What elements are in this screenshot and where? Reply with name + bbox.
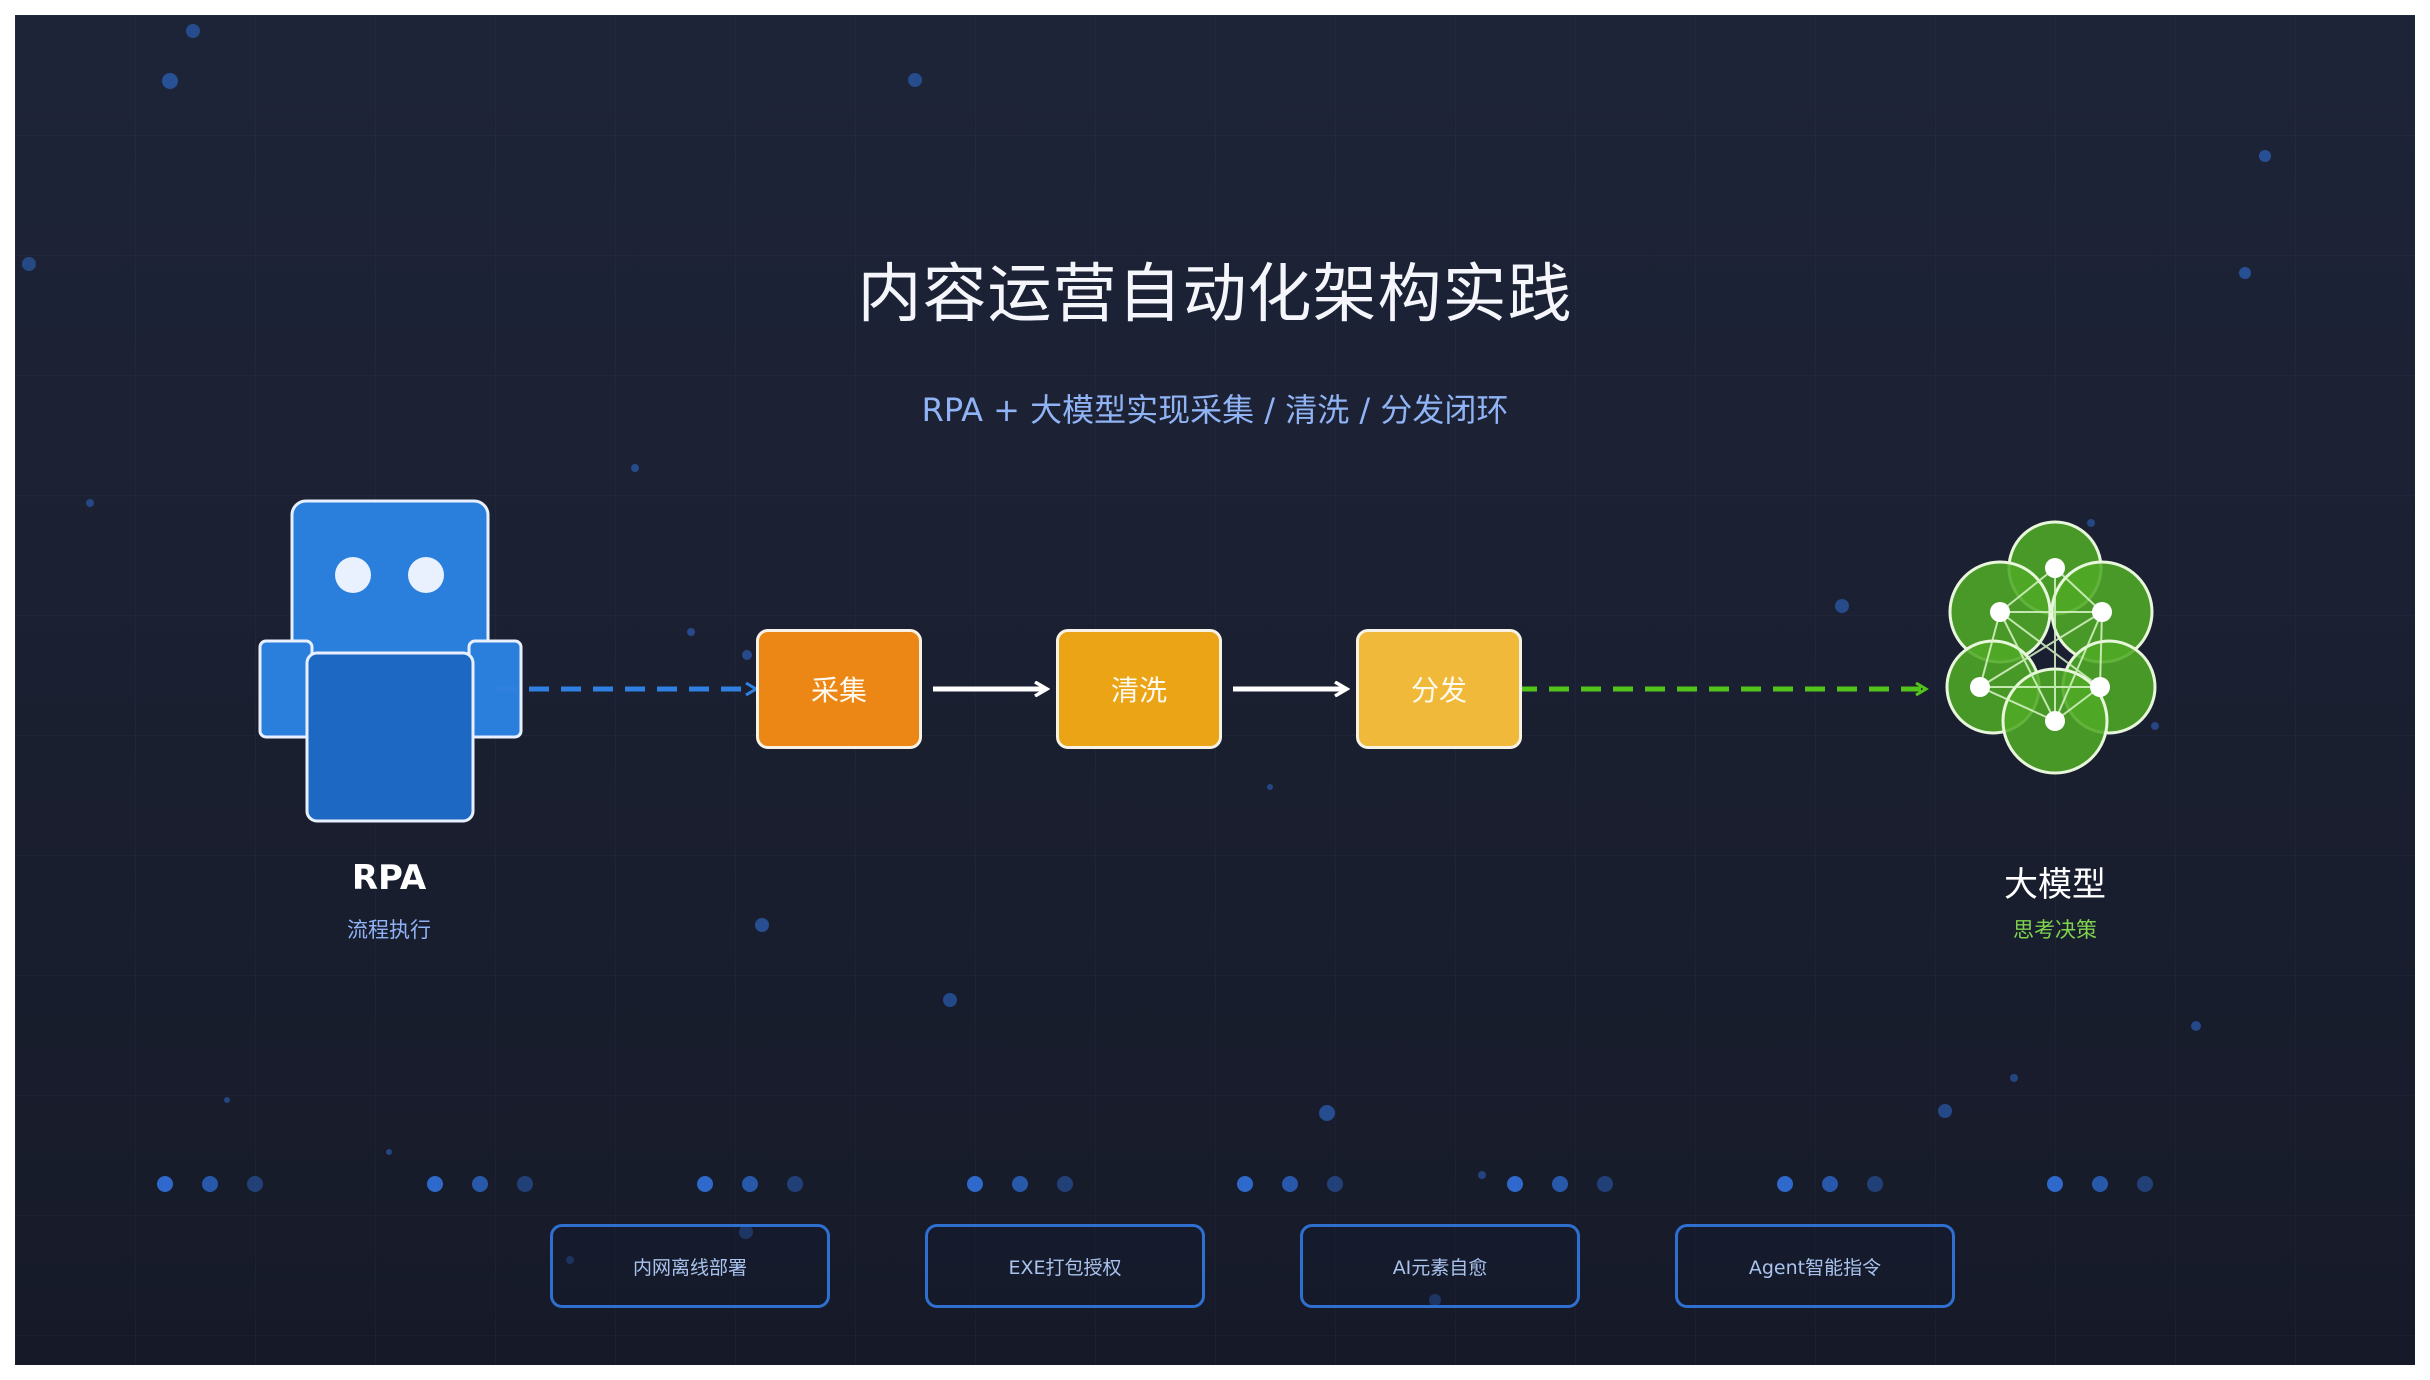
pipeline-step-distribute: 分发 [1356, 629, 1522, 749]
feature-tag-exe-license: EXE打包授权 [925, 1224, 1205, 1308]
feature-tag-ai-self-heal: AI元素自愈 [1300, 1224, 1580, 1308]
page-subtitle: RPA + 大模型实现采集 / 清洗 / 分发闭环 [921, 391, 1509, 429]
llm-label: 大模型 [2004, 865, 2106, 905]
feature-tag-label: 内网离线部署 [632, 1256, 747, 1279]
diagram-canvas: 内容运营自动化架构实践 RPA + 大模型实现采集 / 清洗 / 分发闭环 采集… [15, 15, 2415, 1365]
pipeline-step-label: 清洗 [1110, 674, 1167, 707]
feature-tag-label: EXE打包授权 [1008, 1256, 1122, 1279]
feature-tag-offline-deploy: 内网离线部署 [550, 1224, 830, 1308]
llm-caption: 思考决策 [2013, 918, 2097, 942]
pipeline-step-label: 分发 [1410, 674, 1467, 707]
rpa-caption: 流程执行 [347, 918, 431, 942]
robot-icon [258, 499, 523, 823]
diagram-graphics [22, 24, 2271, 1306]
pipeline-step-collect: 采集 [756, 629, 922, 749]
feature-tag-label: Agent智能指令 [1748, 1256, 1882, 1279]
feature-tag-agent-command: Agent智能指令 [1675, 1224, 1955, 1308]
page-title: 内容运营自动化架构实践 [857, 258, 1573, 332]
background-particles [22, 24, 2271, 1306]
neural-network-icon [1945, 520, 2157, 775]
rpa-label: RPA [351, 858, 427, 898]
pipeline-step-label: 采集 [810, 674, 867, 707]
pipeline-step-clean: 清洗 [1056, 629, 1222, 749]
feature-tag-label: AI元素自愈 [1392, 1256, 1488, 1279]
dot-row [157, 1176, 2153, 1192]
